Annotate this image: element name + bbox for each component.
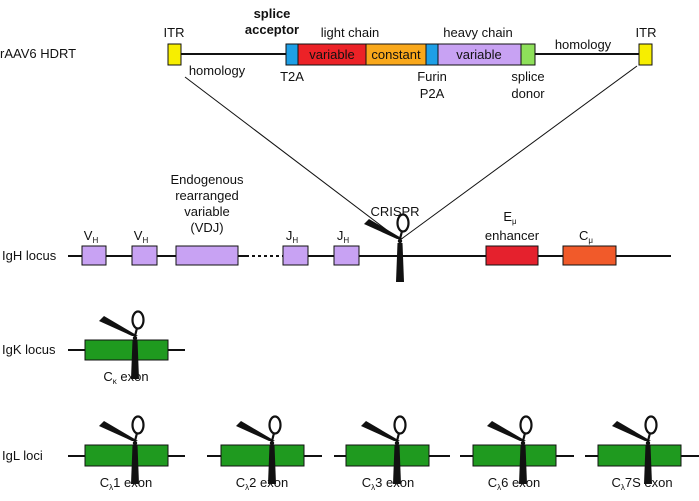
igl-exon-box-1 <box>84 444 169 467</box>
itr-left-box <box>167 43 182 66</box>
igk-locus-label: IgK locus <box>2 342 56 357</box>
igl-exon-label-4: Cλ6 exon <box>488 475 540 492</box>
cmu-segment <box>562 245 617 266</box>
igl-exon-box-5 <box>597 444 682 467</box>
igk-locus: IgK locus Cκ exon <box>2 339 185 386</box>
constant-label: constant <box>371 47 421 62</box>
igl-exon-1: Cλ1 exon <box>68 444 185 492</box>
homology-left-connector <box>184 76 401 241</box>
scissors-icon-igh <box>362 213 410 284</box>
itr-right-box <box>638 43 653 66</box>
vh-label-1: VH <box>84 228 99 245</box>
igl-exon-label-1: Cλ1 exon <box>100 475 152 492</box>
igl-exon-label-5: Cλ7S exon <box>611 475 672 492</box>
jh-segment-2 <box>333 245 360 266</box>
vh-segment-2 <box>131 245 158 266</box>
igk-exon-box <box>84 339 169 361</box>
t2a-label: T2A <box>280 69 304 84</box>
crispr-label: CRISPR <box>370 204 419 219</box>
variable-heavy-label: variable <box>456 47 502 62</box>
igl-locus-label: IgL loci <box>2 448 43 463</box>
homology-left-label: homology <box>189 63 246 78</box>
construct-name: rAAV6 HDRT <box>0 46 76 61</box>
igl-exon-3: Cλ3 exon <box>334 444 450 492</box>
furin-p2a-segment <box>425 43 439 66</box>
vdj-segment <box>175 245 239 266</box>
homology-right-connector <box>399 65 638 241</box>
igl-exon-label-3: Cλ3 exon <box>362 475 414 492</box>
heavy-chain-label: heavy chain <box>443 25 512 40</box>
igl-exon-box-3 <box>345 444 430 467</box>
enhancer-label: enhancer <box>485 228 540 243</box>
igl-exon-label-2: Cλ2 exon <box>236 475 288 492</box>
vh-segment-1 <box>81 245 107 266</box>
jh-segment-1 <box>282 245 309 266</box>
variable-light-label: variable <box>309 47 355 62</box>
splice-donor-segment <box>520 43 536 66</box>
igl-exon-5: Cλ7S exon <box>585 444 699 492</box>
hdrt-construct: rAAV6 HDRT variable constant variable IT… <box>0 6 657 241</box>
itr-left-label: ITR <box>164 25 185 40</box>
igl-loci: IgL loci Cλ1 exon Cλ2 exon Cλ3 exon Cλ6 … <box>2 444 699 492</box>
t2a-segment <box>285 43 299 66</box>
emu-enhancer-segment <box>485 245 539 266</box>
light-chain-label: light chain <box>321 25 380 40</box>
igk-exon-label: Cκ exon <box>103 369 148 386</box>
igl-exon-box-2 <box>220 444 305 467</box>
igh-locus-label: IgH locus <box>2 248 57 263</box>
cmu-label: Cμ <box>579 228 593 245</box>
homology-right-label: homology <box>555 37 612 52</box>
igl-exon-box-4 <box>472 444 557 467</box>
emu-label: Eμ <box>503 209 517 226</box>
jh-label-1: JH <box>286 228 299 245</box>
vh-label-2: VH <box>134 228 149 245</box>
itr-right-label: ITR <box>636 25 657 40</box>
igl-exon-4: Cλ6 exon <box>460 444 574 492</box>
jh-label-2: JH <box>337 228 350 245</box>
igl-exon-2: Cλ2 exon <box>207 444 322 492</box>
